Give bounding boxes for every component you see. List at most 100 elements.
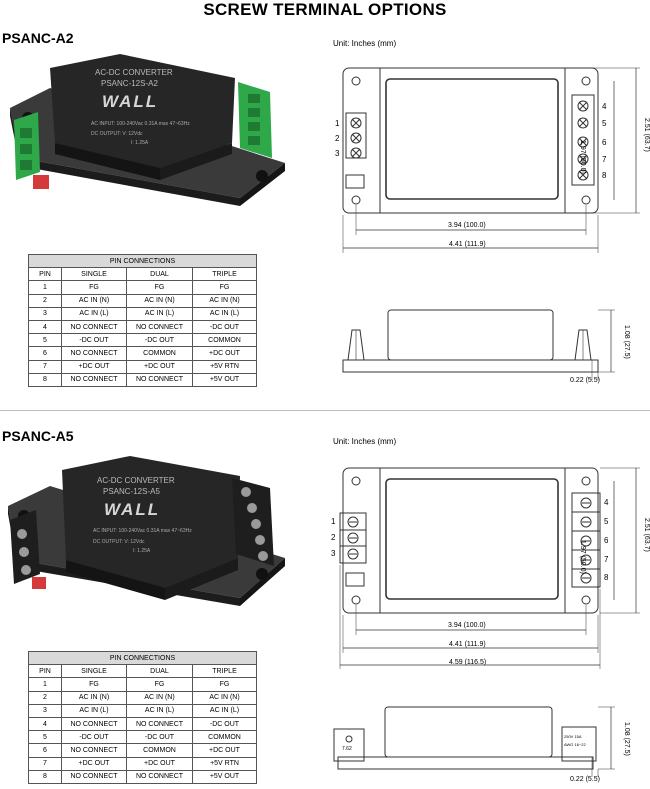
side-view-drawing-a2: [342, 309, 615, 380]
table-row: 7+DC OUT+DC OUT+5V RTN: [28, 756, 257, 771]
table-cell: NO CONNECT: [61, 743, 127, 758]
table-header: SINGLE: [61, 267, 127, 282]
table-cell: -DC OUT: [192, 319, 257, 335]
pin-4-label: 4: [602, 102, 607, 111]
table-cell: 5: [28, 333, 62, 348]
table-cell: 2: [28, 293, 62, 308]
pin-1-label: 1: [331, 517, 336, 526]
table-cell: FG: [192, 677, 257, 692]
table-cell: -DC OUT: [126, 730, 193, 745]
section-title-a5: PSANC-A5: [2, 428, 74, 444]
section-title-a2: PSANC-A2: [2, 30, 74, 46]
table-cell: COMMON: [126, 346, 193, 361]
table-caption: PIN CONNECTIONS: [28, 650, 257, 666]
dim-overall: 4.41 (111.9): [449, 241, 486, 248]
table-cell: NO CONNECT: [126, 372, 193, 387]
label-line-4: DC OUTPUT: V: 12Vdc: [91, 131, 143, 137]
table-cell: AC IN (N): [192, 293, 257, 308]
table-cell: FG: [61, 280, 127, 295]
table-cell: -DC OUT: [126, 333, 193, 348]
pin-3-label: 3: [335, 149, 340, 158]
label-line-1: AC-DC CONVERTER: [97, 476, 175, 485]
label-line-5: I: 1.25A: [133, 548, 151, 554]
table-cell: NO CONNECT: [61, 372, 127, 387]
pin-7-label: 7: [602, 155, 607, 164]
dim-side-offset: 0.22 (5.5): [570, 377, 600, 384]
pin-5-label: 5: [604, 517, 609, 526]
pin-7-label: 7: [604, 555, 609, 564]
table-cell: AC IN (N): [61, 690, 127, 705]
label-line-2: PSANC-12S-A5: [103, 487, 160, 496]
table-cell: 4: [28, 716, 62, 732]
table-cell: NO CONNECT: [61, 716, 127, 732]
table-cell: 6: [28, 743, 62, 758]
table-cell: +5V RTN: [192, 756, 257, 771]
table-cell: COMMON: [192, 333, 257, 348]
table-cell: -DC OUT: [61, 730, 127, 745]
pin-2-label: 2: [331, 533, 336, 542]
table-header: SINGLE: [61, 664, 127, 679]
table-cell: AC IN (L): [192, 306, 257, 321]
table-cell: NO CONNECT: [61, 346, 127, 361]
table-cell: 1: [28, 677, 62, 692]
pin-1-label: 1: [335, 119, 340, 128]
table-cell: 3: [28, 306, 62, 321]
label-line-3: AC INPUT: 100-240Vac 0.31A max 47~63Hz: [91, 121, 190, 127]
dim-width: 3.94 (100.0): [448, 222, 486, 229]
table-cell: FG: [61, 677, 127, 692]
table-cell: AC IN (L): [61, 703, 127, 718]
terminal-left-pitch: 7.62: [342, 746, 352, 752]
table-header: TRIPLE: [192, 267, 257, 282]
table-cell: AC IN (N): [61, 293, 127, 308]
unit-note-a2: Unit: Inches (mm): [333, 39, 397, 48]
pin-8-label: 8: [604, 573, 609, 582]
table-cell: AC IN (N): [126, 690, 193, 705]
table-cell: 1: [28, 280, 62, 295]
table-header: DUAL: [126, 664, 193, 679]
pin-3-label: 3: [331, 549, 336, 558]
table-cell: +DC OUT: [126, 756, 193, 771]
product-photo-a5: [8, 456, 285, 606]
top-view-drawing-a5: [339, 467, 640, 669]
terminal-right-awg: AWG 16~22: [564, 742, 586, 747]
table-cell: NO CONNECT: [126, 319, 193, 335]
table-cell: 4: [28, 319, 62, 335]
pin-6-label: 6: [602, 138, 607, 147]
dim-height-left: 1.97 (50.0): [579, 140, 586, 174]
table-cell: NO CONNECT: [61, 319, 127, 335]
table-cell: NO CONNECT: [61, 769, 127, 784]
table-cell: AC IN (L): [192, 703, 257, 718]
dim-height-right: 2.51 (63.7): [643, 518, 650, 552]
brand-logo: WALL: [104, 500, 161, 519]
pin-5-label: 5: [602, 119, 607, 128]
dim-height-left: 1.97 (50.0): [579, 540, 586, 574]
table-header: DUAL: [126, 267, 193, 282]
pin-4-label: 4: [604, 498, 609, 507]
dim-overall-2: 4.59 (116.5): [449, 659, 487, 666]
side-view-drawing-a5: [333, 706, 615, 777]
table-cell: 7: [28, 756, 62, 771]
section-divider: [0, 410, 650, 411]
table-cell: +DC OUT: [192, 743, 257, 758]
table-header: PIN: [28, 664, 62, 679]
table-cell: 3: [28, 703, 62, 718]
dim-side-offset: 0.22 (5.5): [570, 776, 600, 783]
table-cell: 8: [28, 372, 62, 387]
table-cell: AC IN (L): [126, 703, 193, 718]
table-cell: 8: [28, 769, 62, 784]
dim-side-height: 1.08 (27.5): [623, 325, 630, 359]
dim-width: 3.94 (100.0): [448, 622, 486, 629]
unit-note-a5: Unit: Inches (mm): [333, 437, 397, 446]
pin-connections-table-a2: PIN CONNECTIONS PIN SINGLE DUAL TRIPLE 1…: [28, 253, 257, 387]
table-cell: +DC OUT: [61, 756, 127, 771]
